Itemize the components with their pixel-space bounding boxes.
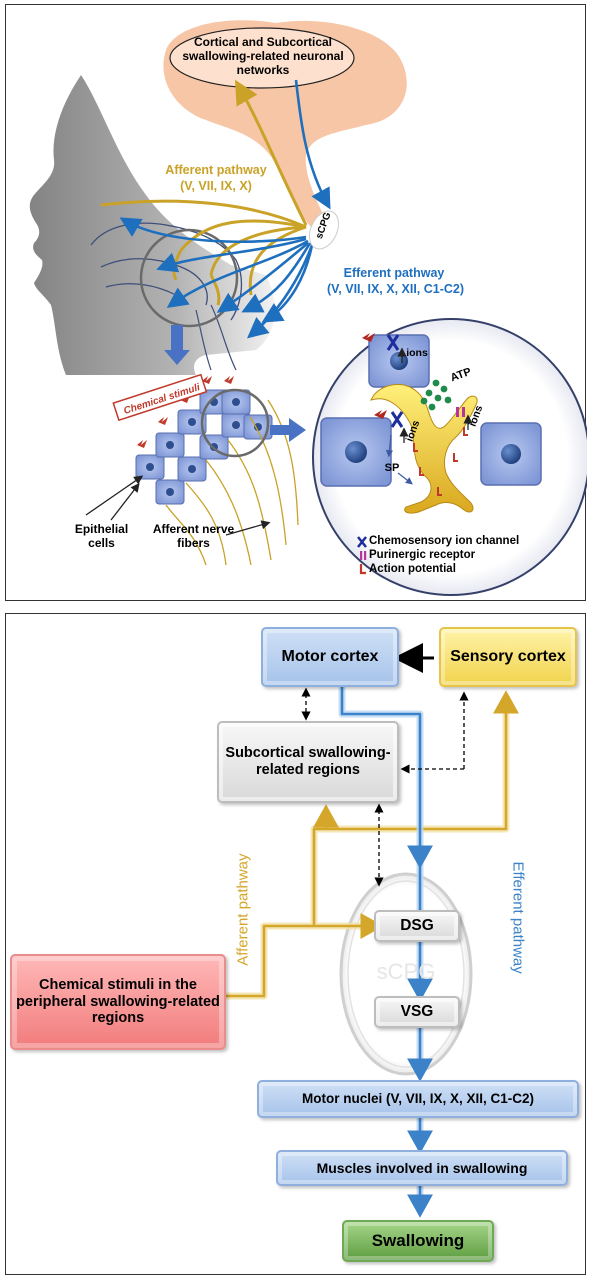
sp-label: SP [384, 462, 400, 474]
afferent-pathway-label: Afferent pathway [234, 853, 252, 966]
brain-label: Cortical and Subcortical swallowing-rela… [182, 35, 344, 77]
subcortical-box: Subcortical swallowing-related regions [217, 721, 399, 803]
magnify-circle-head [139, 228, 239, 328]
flow-panel: Motor cortex Sensory cortex Subcortical … [5, 613, 586, 1275]
afferent-pathway-title: Afferent pathway [165, 163, 267, 177]
zoomed-cells [320, 334, 542, 487]
dashed-connections [301, 687, 469, 887]
atp-dots [420, 379, 452, 411]
efferent-flow-lines [340, 686, 433, 1218]
motor-cortex-box: Motor cortex [261, 627, 399, 687]
legend-symbols [357, 536, 367, 575]
muscles-box: Muscles involved in swallowing [276, 1150, 568, 1186]
legend-action-potential: Action potential [369, 563, 456, 575]
epithelial-cell-cluster [135, 376, 299, 566]
epithelial-cells-label: Epithelial cells [74, 522, 129, 550]
scpg-ellipse [308, 210, 340, 250]
dsg-box: DSG [374, 910, 460, 942]
efferent-pathway-title: Efferent pathway [343, 266, 445, 280]
legend-purinergic: Purinergic receptor [369, 549, 476, 561]
afferent-flow-lines [226, 690, 519, 998]
anatomy-illustration [29, 20, 587, 596]
sensory-cortex-box: Sensory cortex [439, 627, 577, 687]
scpg-faint-label: sCPG [376, 959, 436, 984]
zoomed-detail-circle [312, 318, 587, 596]
anatomy-panel: Cortical and Subcortical swallowing-rela… [5, 4, 587, 601]
head-silhouette [29, 75, 275, 375]
efferent-nerves: (V, VII, IX, X, XII, C1-C2) [326, 282, 465, 296]
chemical-stimuli-box: Chemical stimuli in the peripheral swall… [10, 954, 226, 1050]
nerve-terminal [370, 384, 478, 514]
magnify-circle-cells [200, 388, 270, 458]
vsg-box: VSG [374, 996, 460, 1028]
ions-label-1: ions [406, 347, 428, 359]
swallowing-box: Swallowing [342, 1220, 494, 1262]
legend-chemosensory: Chemosensory ion channel [369, 535, 520, 547]
afferent-fibers-label: Afferent nerve fibers [152, 522, 235, 550]
afferent-nerves: (V, VII, IX, X) [180, 179, 252, 193]
motor-nuclei-box: Motor nuclei (V, VII, IX, X, XII, C1-C2) [257, 1080, 579, 1118]
efferent-pathway-label: Efferent pathway [509, 861, 527, 974]
chemical-stimuli-box [112, 373, 208, 422]
brain-network-ellipse [169, 27, 355, 89]
efferent-pathway-lines [119, 79, 331, 339]
